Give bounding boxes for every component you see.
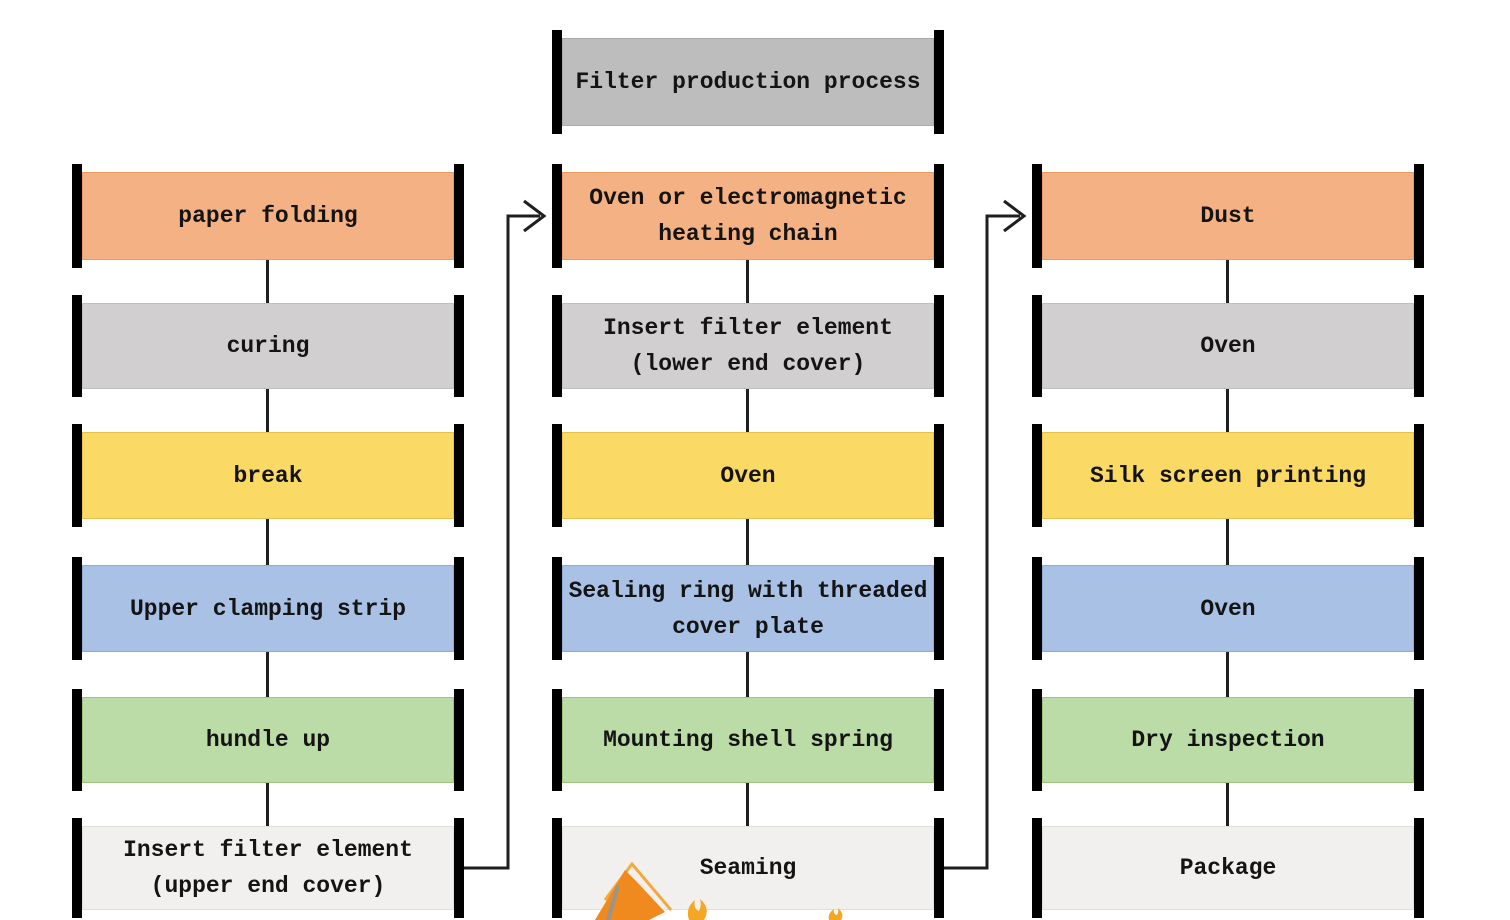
box-side-bar-right	[934, 295, 944, 397]
step-dry-inspection: Dry inspection	[1032, 689, 1424, 791]
box-side-bar-right	[454, 164, 464, 268]
step-label: Dust	[1200, 203, 1256, 229]
box-side-bar-right	[454, 424, 464, 527]
step-insert-filter-element-upper: Insert filter element (upper end cover)	[72, 818, 464, 918]
connector-line	[746, 389, 749, 432]
box-side-bar-left	[72, 424, 82, 527]
step-curing: curing	[72, 295, 464, 397]
connector-line	[1226, 389, 1229, 432]
box-side-bar-left	[72, 818, 82, 918]
arrow-col2-to-col3	[944, 214, 1020, 870]
title-box: Filter production process	[552, 30, 944, 134]
box-side-bar-right	[454, 689, 464, 791]
connector-line	[746, 652, 749, 697]
step-label: Sealing ring with threaded cover plate	[568, 577, 928, 640]
box-side-bar-right	[1414, 295, 1424, 397]
box-side-bar-left	[72, 295, 82, 397]
box-side-bar-left	[552, 164, 562, 268]
step-label: Oven	[720, 462, 776, 489]
box-side-bar-right	[934, 424, 944, 527]
box-side-bar-left	[552, 295, 562, 397]
step-label: Mounting shell spring	[603, 727, 893, 753]
step-oven-right-2: Oven	[1032, 557, 1424, 660]
box-side-bar-left	[1032, 164, 1042, 268]
step-label: break	[233, 462, 303, 489]
box-side-bar-right	[934, 818, 944, 918]
step-label: Oven	[1200, 333, 1256, 359]
arrow-col1-to-col2	[464, 214, 540, 870]
arrowhead-icon	[523, 199, 547, 233]
box-side-bar-left	[1032, 818, 1042, 918]
step-paper-folding: paper folding	[72, 164, 464, 268]
connector-line	[266, 389, 269, 432]
box-side-bar-right	[934, 164, 944, 268]
step-label: Insert filter element (upper end cover)	[123, 837, 413, 899]
step-insert-filter-element-lower: Insert filter element (lower end cover)	[552, 295, 944, 397]
connector-line	[266, 652, 269, 697]
box-side-bar-left	[1032, 295, 1042, 397]
step-oven-middle: Oven	[552, 424, 944, 527]
connector-line	[1226, 260, 1229, 303]
box-side-bar-right	[934, 30, 944, 134]
box-side-bar-left	[72, 164, 82, 268]
step-dust: Dust	[1032, 164, 1424, 268]
step-oven-right-1: Oven	[1032, 295, 1424, 397]
connector-line	[266, 783, 269, 826]
box-side-bar-right	[1414, 424, 1424, 527]
box-side-bar-left	[552, 557, 562, 660]
step-oven-electromagnetic-heating-chain: Oven or electromagnetic heating chain	[552, 164, 944, 268]
step-label: Oven	[1200, 595, 1256, 622]
connector-line	[266, 260, 269, 303]
step-label: curing	[226, 333, 310, 359]
step-label: Insert filter element (lower end cover)	[603, 315, 893, 377]
watermark-logo-icon	[595, 862, 843, 920]
connector-line	[1226, 652, 1229, 697]
box-side-bar-left	[1032, 557, 1042, 660]
step-package: Package	[1032, 818, 1424, 918]
box-side-bar-left	[72, 557, 82, 660]
title-label: Filter production process	[575, 69, 921, 95]
step-label: paper folding	[178, 203, 358, 229]
step-sealing-ring-threaded-cover-plate: Sealing ring with threaded cover plate	[552, 557, 944, 660]
step-label: Seaming	[699, 855, 797, 881]
box-side-bar-left	[552, 424, 562, 527]
step-label: Dry inspection	[1131, 727, 1325, 753]
step-upper-clamping-strip: Upper clamping strip	[72, 557, 464, 660]
box-side-bar-left	[1032, 424, 1042, 527]
step-silk-screen-printing: Silk screen printing	[1032, 424, 1424, 527]
box-side-bar-left	[72, 689, 82, 791]
connector-line	[1226, 519, 1229, 565]
connector-line	[746, 519, 749, 565]
step-hundle-up: hundle up	[72, 689, 464, 791]
box-side-bar-left	[552, 689, 562, 791]
connector-line	[266, 519, 269, 565]
box-side-bar-right	[934, 689, 944, 791]
step-label: Oven or electromagnetic heating chain	[589, 185, 907, 247]
box-side-bar-left	[1032, 689, 1042, 791]
box-side-bar-left	[552, 30, 562, 134]
box-side-bar-right	[1414, 557, 1424, 660]
connector-line	[746, 260, 749, 303]
step-label: hundle up	[205, 727, 331, 753]
box-side-bar-right	[454, 295, 464, 397]
box-side-bar-right	[1414, 164, 1424, 268]
connector-line	[1226, 783, 1229, 826]
box-side-bar-right	[1414, 818, 1424, 918]
box-side-bar-left	[552, 818, 562, 918]
box-side-bar-right	[934, 557, 944, 660]
step-label: Silk screen printing	[1089, 462, 1367, 489]
step-label: Upper clamping strip	[129, 595, 407, 622]
arrowhead-icon	[1003, 199, 1027, 233]
box-side-bar-right	[454, 557, 464, 660]
step-mounting-shell-spring: Mounting shell spring	[552, 689, 944, 791]
box-side-bar-right	[1414, 689, 1424, 791]
step-label: Package	[1179, 855, 1277, 881]
step-break: break	[72, 424, 464, 527]
box-side-bar-right	[454, 818, 464, 918]
connector-line	[746, 783, 749, 826]
